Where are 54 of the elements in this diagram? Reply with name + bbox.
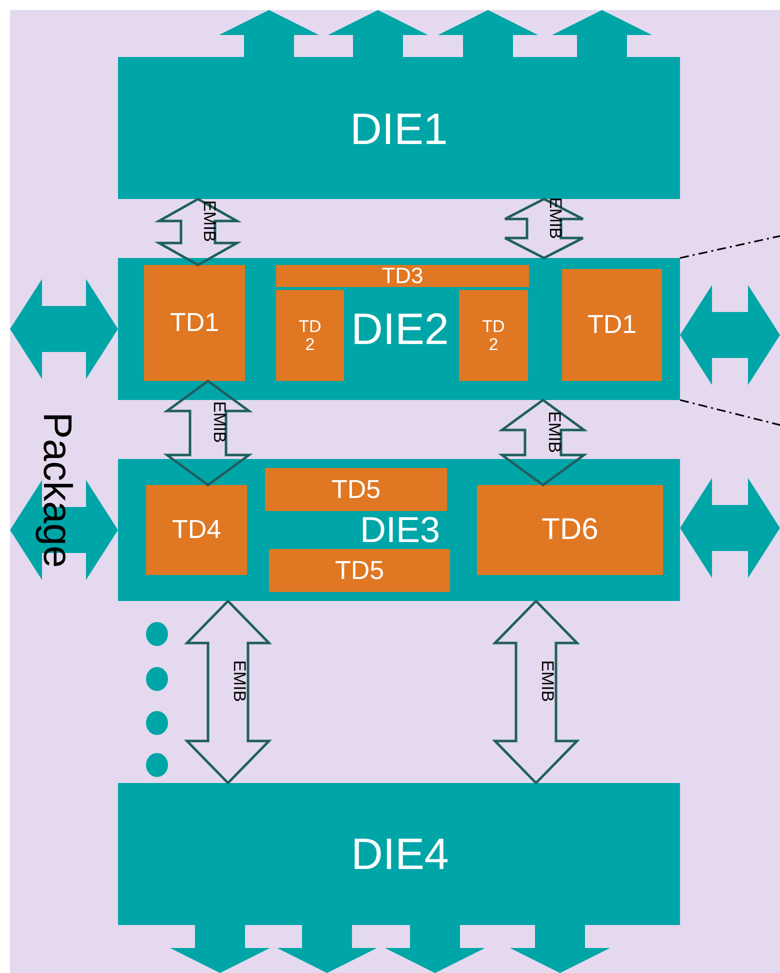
- tile-label: TD5: [331, 476, 381, 504]
- tile-block: [276, 265, 529, 287]
- hollow-double-arrow: [504, 198, 584, 260]
- dash-dot-line: [680, 399, 780, 429]
- hollow-double-arrow: [184, 599, 272, 785]
- edge-label: EMIB: [228, 660, 249, 702]
- double-block-arrow: [680, 478, 780, 578]
- tile-label: TD 2: [482, 318, 506, 354]
- tile-block: [265, 468, 447, 511]
- block-arrow: [438, 10, 538, 57]
- block-arrow: [219, 10, 319, 57]
- block-arrow: [277, 925, 377, 973]
- die-block: [118, 783, 680, 925]
- die-block: [118, 258, 680, 400]
- block-arrow: [170, 925, 270, 973]
- double-block-arrow: [10, 279, 118, 379]
- edge-label: EMIB: [536, 660, 557, 702]
- tile-block: [276, 290, 344, 381]
- tile-label: TD 2: [298, 318, 322, 354]
- die-label: DIE3: [360, 511, 440, 549]
- edge-label: EMIB: [544, 196, 565, 238]
- tile-label: TD5: [334, 556, 384, 584]
- tile-label: TD3: [382, 264, 424, 288]
- edge-label: EMIB: [544, 410, 564, 452]
- package-label: Package: [36, 412, 78, 568]
- tile-label: TD4: [172, 516, 222, 544]
- dash-dot-line: [680, 235, 780, 259]
- tile-block: [269, 549, 450, 592]
- tile-block: [459, 290, 528, 381]
- block-arrow: [510, 925, 610, 973]
- block-arrow: [385, 925, 485, 973]
- die-block: [118, 57, 680, 199]
- block-arrow: [328, 10, 428, 57]
- die-label: DIE1: [350, 106, 448, 154]
- tile-block: [144, 265, 245, 381]
- hollow-double-arrow: [498, 398, 588, 487]
- tile-label: TD1: [170, 309, 220, 337]
- package-background: [10, 10, 780, 973]
- hollow-double-arrow: [154, 198, 242, 266]
- die-label: DIE4: [351, 832, 449, 878]
- hollow-double-arrow: [163, 379, 253, 487]
- double-block-arrow: [680, 285, 780, 385]
- double-block-arrow: [10, 480, 118, 580]
- hollow-double-arrow: [492, 599, 580, 785]
- edge-label: EMIB: [208, 401, 229, 443]
- die-label: DIE2: [351, 306, 449, 354]
- tile-block: [562, 269, 662, 381]
- tile-label: TD6: [542, 514, 598, 546]
- tile-block: [477, 485, 663, 575]
- edge-label: EMIB: [198, 200, 219, 242]
- tile-label: TD1: [587, 311, 637, 339]
- block-arrow: [552, 10, 652, 57]
- die-block: [118, 459, 680, 601]
- tile-block: [146, 485, 247, 575]
